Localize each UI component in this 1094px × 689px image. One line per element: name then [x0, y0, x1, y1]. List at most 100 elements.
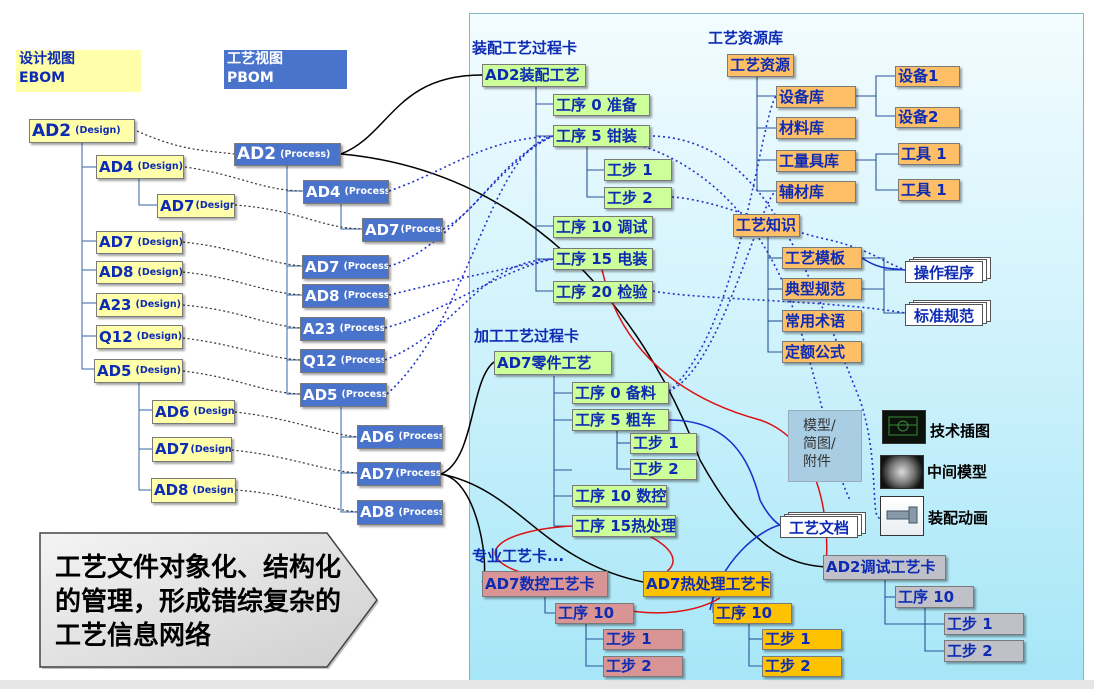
process-node-ad8-under-ad5[interactable]: AD8(Process) [357, 500, 443, 525]
process-node-a23[interactable]: A23(Process) [300, 317, 385, 341]
process-node-ad5[interactable]: AD5(Process) [300, 383, 387, 407]
resource-root[interactable]: 工艺资源 [727, 54, 794, 77]
assy-anim-label: 装配动画 [928, 509, 989, 527]
node-code: AD7 [160, 196, 195, 215]
node-code: Q12 [303, 351, 337, 370]
process-node-ad7-under-ad4[interactable]: AD7(Process) [362, 218, 443, 242]
nc-card[interactable]: AD7数控工艺卡 [482, 571, 608, 597]
process-node-ad6[interactable]: AD6(Process) [357, 425, 443, 449]
node-code: AD6 [155, 402, 190, 421]
node-suffix: (Process) [344, 186, 389, 198]
attachment-text: 模型/ 简图/ 附件 [803, 417, 836, 471]
machining-card-label: 加工工艺过程卡 [474, 327, 580, 345]
design-node-ad2[interactable]: AD2(Design) [29, 119, 135, 143]
mid-model-label: 中间模型 [927, 463, 988, 481]
resource-aux-lib[interactable]: 辅材库 [776, 181, 856, 203]
heat-step2[interactable]: 工步 2 [762, 656, 842, 677]
design-node-ad8[interactable]: AD8(Design) [96, 261, 183, 284]
node-code: AD8 [360, 503, 395, 521]
node-code: AD7 [305, 257, 340, 276]
heat-card[interactable]: AD7热处理工艺卡 [643, 571, 771, 597]
intermediate-model-icon[interactable] [880, 455, 924, 489]
node-code: AD7 [155, 440, 190, 458]
design-node-a23[interactable]: A23(Design) [96, 293, 183, 317]
node-suffix: (Process) [280, 148, 331, 160]
ebom-header-line1: 设计视图 [19, 51, 75, 67]
process-node-ad8[interactable]: AD8(Process) [302, 284, 389, 308]
resource-material-lib[interactable]: 材料库 [776, 117, 856, 139]
assembly-op10[interactable]: 工序 10 调试 [553, 216, 653, 238]
resource-tool1[interactable]: 工具 1 [898, 143, 960, 165]
assembly-op20[interactable]: 工序 20 检验 [553, 281, 653, 303]
resource-knowledge[interactable]: 工艺知识 [733, 214, 800, 237]
design-node-ad4[interactable]: AD4(Design) [96, 155, 184, 179]
process-node-ad4[interactable]: AD4(Process) [303, 180, 389, 204]
process-doc-label: 工艺文档 [780, 516, 858, 538]
procedure-doc-label: 操作程序 [905, 261, 983, 283]
resource-terms[interactable]: 常用术语 [782, 310, 862, 332]
standard-doc-stack[interactable]: 标准规范 [905, 300, 991, 326]
heat-op10[interactable]: 工序 10 [713, 603, 792, 624]
procedure-doc-stack[interactable]: 操作程序 [905, 257, 991, 283]
resource-template[interactable]: 工艺模板 [782, 247, 862, 269]
node-code: AD4 [306, 182, 341, 201]
process-node-q12[interactable]: Q12(Process) [300, 349, 385, 373]
process-node-ad7[interactable]: AD7(Process) [302, 255, 389, 279]
assembly-step1[interactable]: 工步 1 [604, 159, 672, 181]
node-suffix: (Design) [135, 299, 181, 311]
node-suffix: (Design) [137, 236, 183, 248]
machining-op10[interactable]: 工序 10 数控 [572, 485, 667, 507]
nc-step2[interactable]: 工步 2 [603, 656, 683, 677]
attachment-box: 模型/ 简图/ 附件 [788, 410, 862, 482]
node-code: Q12 [99, 327, 133, 346]
debug-step1[interactable]: 工步 1 [944, 613, 1024, 635]
process-doc-stack[interactable]: 工艺文档 [780, 512, 866, 538]
node-suffix: (Design) [137, 161, 184, 173]
machining-op0[interactable]: 工序 0 备料 [572, 382, 669, 404]
node-suffix: (Process) [340, 355, 384, 367]
machining-op15[interactable]: 工序 15热处理 [572, 515, 676, 537]
process-node-ad2[interactable]: AD2(Process) [234, 143, 341, 166]
heat-step1[interactable]: 工步 1 [762, 629, 842, 650]
design-node-ad7[interactable]: AD7(Design) [96, 231, 183, 254]
resource-tool2[interactable]: 工具 1 [898, 179, 960, 201]
design-node-ad7-under-ad4[interactable]: AD7(Design) [157, 194, 235, 218]
debug-card[interactable]: AD2调试工艺卡 [823, 555, 946, 580]
nc-op10[interactable]: 工序 10 [555, 603, 634, 624]
node-code: AD2 [32, 120, 72, 141]
machining-op5[interactable]: 工序 5 粗车 [572, 409, 669, 431]
assembly-op15[interactable]: 工序 15 电装 [553, 248, 653, 270]
node-suffix: (Process) [395, 468, 441, 480]
debug-step2[interactable]: 工步 2 [944, 640, 1024, 662]
debug-op10[interactable]: 工序 10 [895, 586, 974, 608]
resource-typical[interactable]: 典型规范 [782, 278, 862, 300]
design-node-q12[interactable]: Q12(Design) [96, 325, 183, 349]
assembly-root[interactable]: AD2装配工艺 [482, 64, 586, 87]
machining-step2[interactable]: 工步 2 [630, 459, 697, 480]
machining-root[interactable]: AD7零件工艺 [494, 351, 612, 375]
assembly-op5[interactable]: 工序 5 钳装 [553, 125, 650, 147]
assembly-animation-icon[interactable] [880, 496, 924, 536]
node-code: AD5 [303, 385, 338, 404]
design-node-ad8-under-ad5[interactable]: AD8(Design) [151, 478, 236, 503]
resource-tool-lib[interactable]: 工量具库 [776, 150, 856, 172]
resource-equip-lib[interactable]: 设备库 [776, 86, 856, 108]
resource-quota[interactable]: 定额公式 [782, 341, 862, 363]
process-node-ad7-under-ad5[interactable]: AD7(Process) [357, 462, 441, 486]
design-node-ad6[interactable]: AD6(Design) [152, 400, 235, 424]
design-node-ad5[interactable]: AD5(Design) [94, 359, 183, 383]
resource-equip2[interactable]: 设备2 [895, 107, 960, 128]
assembly-step2[interactable]: 工步 2 [604, 187, 672, 209]
nc-step1[interactable]: 工步 1 [603, 629, 683, 650]
technical-illustration-icon[interactable] [882, 410, 926, 444]
ebom-header: 设计视图 EBOM [16, 50, 141, 92]
node-code: AD4 [99, 157, 134, 176]
tech-illus-label: 技术插图 [930, 422, 991, 440]
machining-step1[interactable]: 工步 1 [630, 433, 697, 454]
standard-doc-label: 标准规范 [905, 304, 983, 326]
resource-equip1[interactable]: 设备1 [895, 66, 960, 87]
design-node-ad7-under-ad5[interactable]: AD7(Design) [152, 437, 232, 462]
assembly-op0[interactable]: 工序 0 准备 [553, 94, 650, 116]
assembly-card-label: 装配工艺过程卡 [472, 39, 578, 57]
